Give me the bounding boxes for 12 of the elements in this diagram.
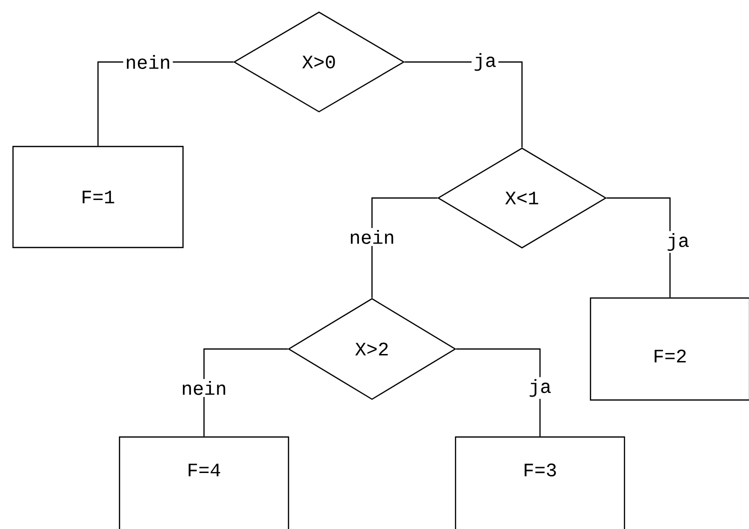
process-box: F=2 [590,297,749,401]
connector [203,348,288,436]
process-box: F=3 [454,436,626,529]
edge-label: nein [179,379,229,397]
edge-label: ja [526,377,554,399]
edge-label: ja [472,51,498,73]
edge-label: nein [123,53,173,71]
process-box: F=1 [12,146,184,248]
edge-label: nein [347,228,397,246]
process-box: F=4 [118,436,290,529]
edge-label: ja [664,231,692,253]
connector [371,197,438,298]
